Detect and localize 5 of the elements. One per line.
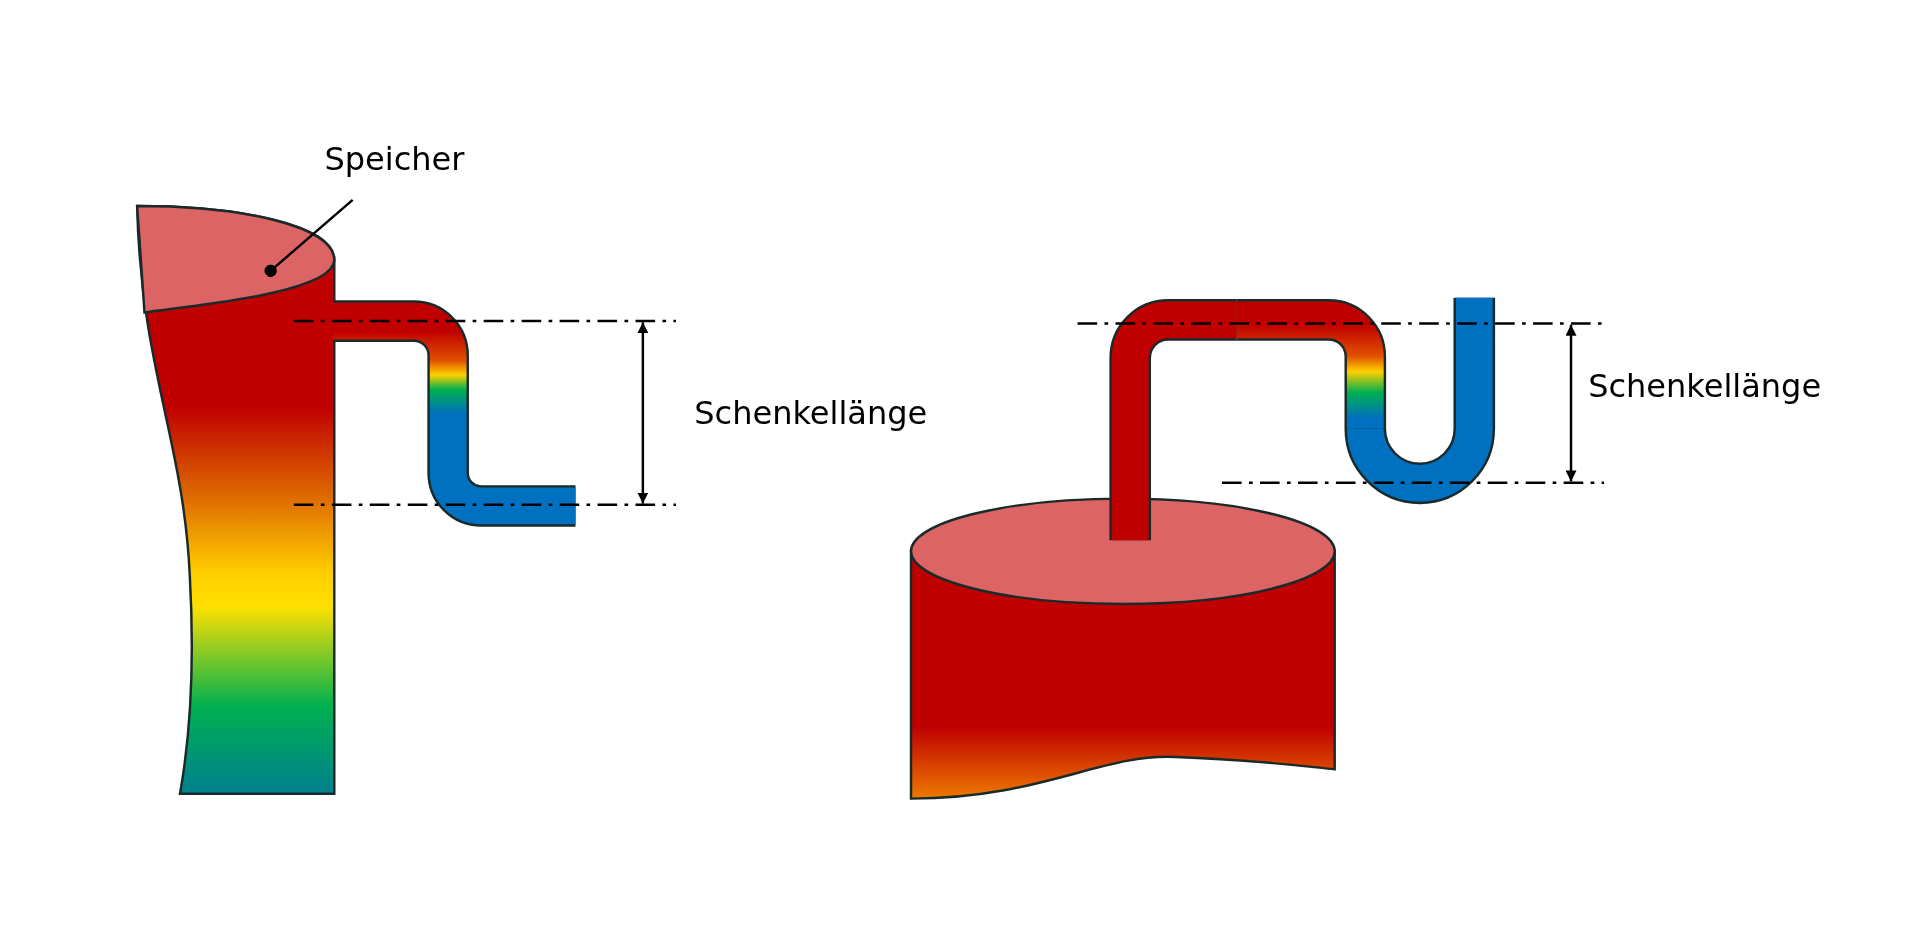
part-label: Speicher bbox=[324, 139, 465, 178]
dimension-label: Schenkellänge bbox=[694, 394, 928, 433]
dimension-label: Schenkellänge bbox=[1588, 367, 1822, 406]
leader-line bbox=[264, 198, 354, 277]
storage-top-surface bbox=[135, 204, 336, 314]
